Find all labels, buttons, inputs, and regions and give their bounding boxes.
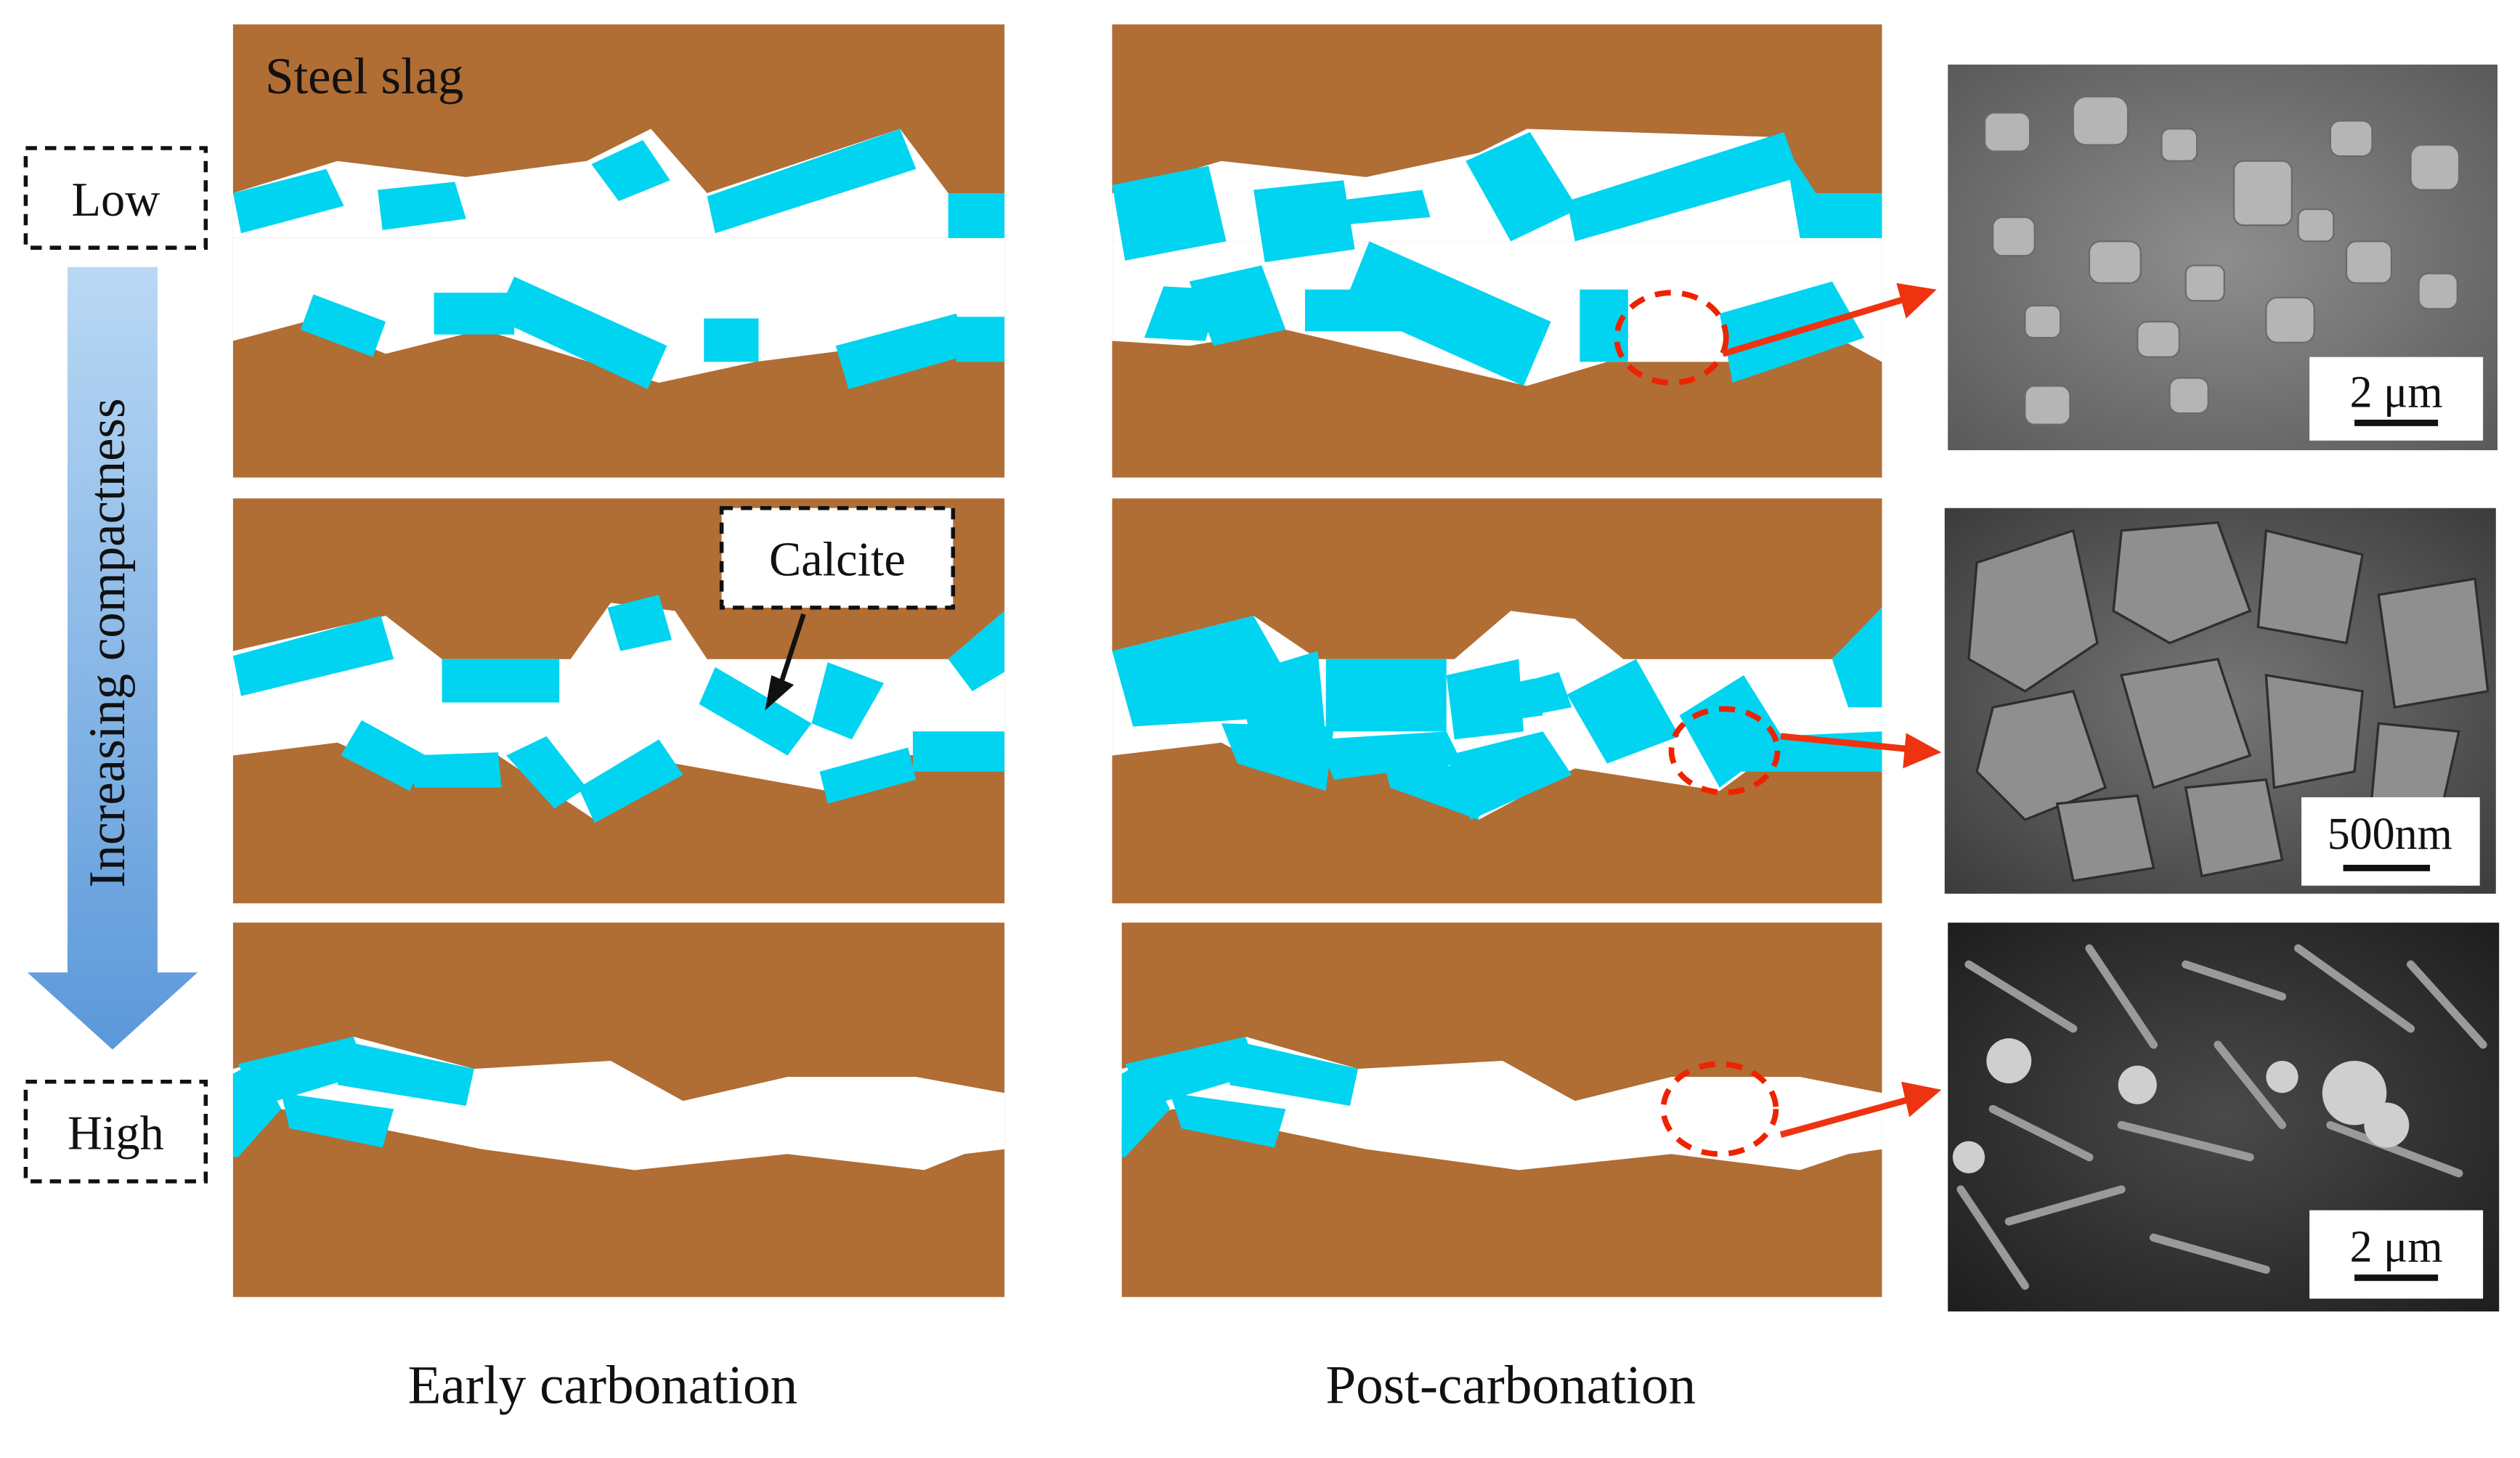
calcite-callout: Calcite xyxy=(719,505,956,711)
calcite-label: Calcite xyxy=(769,534,906,587)
calcite-crystals xyxy=(1112,131,1882,386)
sem-scalebar-3 xyxy=(2354,1274,2439,1282)
connector-arrowhead-3 xyxy=(1901,1081,1942,1117)
sem-scalebar-1 xyxy=(2354,419,2439,426)
sem-image-3: 2 μm xyxy=(1948,922,2500,1312)
high-label-box: High xyxy=(23,1079,208,1184)
panel-early-high xyxy=(232,922,1005,1298)
panel-early-mid: Calcite xyxy=(232,498,1005,904)
sem-scalebar-label-3: 2 μm xyxy=(2350,1223,2443,1272)
sem-scalebar-label-1: 2 μm xyxy=(2350,367,2443,417)
compactness-arrow: Increasing compactness xyxy=(27,266,198,1050)
calcite-crystals xyxy=(232,595,1005,823)
compactness-label: Increasing compactness xyxy=(79,398,136,887)
high-label: High xyxy=(68,1107,164,1160)
low-label: Low xyxy=(72,174,160,227)
panel-post-low xyxy=(1112,24,1882,478)
caption-early-carbonation: Early carbonation xyxy=(407,1355,797,1415)
connector-arrow-3 xyxy=(1779,1096,1911,1139)
highlight-circle xyxy=(1668,706,1781,796)
connector-arrowhead-2 xyxy=(1903,733,1942,769)
connector-arrow-1 xyxy=(1722,296,1906,357)
connector-arrows xyxy=(1722,282,1942,1139)
sem-scalebar-2 xyxy=(2343,864,2431,871)
highlight-circle xyxy=(1614,290,1729,386)
connector-arrow-2 xyxy=(1780,733,1910,753)
panel-post-high xyxy=(1121,922,1882,1298)
caption-post-carbonation: Post-carbonation xyxy=(1325,1355,1696,1415)
calcite-crystals xyxy=(232,129,1005,389)
steel-slag-label: Steel slag xyxy=(265,49,463,105)
sem-scalebar-label-2: 500nm xyxy=(2328,810,2452,859)
sem-image-1: 2 μm xyxy=(1948,64,2498,451)
sem-image-2: 500nm xyxy=(1944,508,2496,894)
connector-arrowhead-1 xyxy=(1896,282,1937,319)
calcite-crystals xyxy=(1121,1036,1358,1157)
panel-post-mid xyxy=(1112,498,1882,904)
panel-early-low: Steel slag xyxy=(232,24,1005,478)
low-label-box: Low xyxy=(23,146,208,250)
highlight-circle xyxy=(1660,1061,1779,1157)
calcite-crystals xyxy=(232,1036,474,1157)
